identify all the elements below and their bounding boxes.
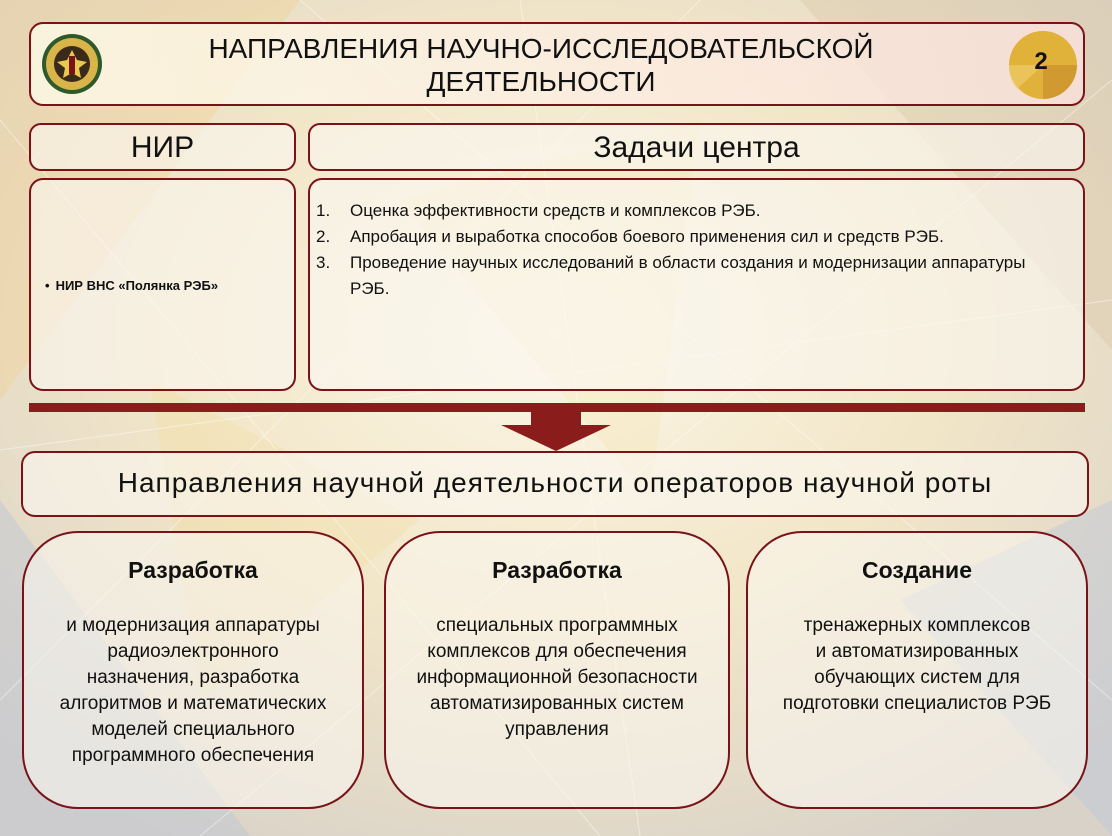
tasks-list: 1. Оценка эффективности средств и компле… [316, 198, 1056, 302]
task-text: Оценка эффективности средств и комплексо… [350, 201, 761, 220]
title-line-2: ДЕЯТЕЛЬНОСТИ [426, 66, 656, 97]
card-body: специальных программных комплексов для о… [416, 615, 698, 740]
card-title: Разработка [128, 557, 258, 583]
bullet-icon: • [45, 278, 50, 293]
emblem-icon [42, 34, 102, 94]
task-item: 1. Оценка эффективности средств и компле… [316, 198, 1056, 224]
direction-card: Создание тренажерных комплексов и автома… [746, 531, 1088, 809]
card-body: тренажерных комплексов и автоматизирован… [782, 615, 1052, 714]
tasks-header: Задачи центра [593, 131, 800, 164]
nir-list-item: • НИР ВНС «Полянка РЭБ» [45, 278, 218, 293]
task-text: Апробация и выработка способов боевого п… [350, 227, 944, 246]
nir-header-box: НИР [29, 123, 296, 171]
arrow-down-icon [501, 411, 611, 451]
nir-panel: • НИР ВНС «Полянка РЭБ» [29, 178, 296, 391]
title-line-1: НАПРАВЛЕНИЯ НАУЧНО-ИССЛЕДОВАТЕЛЬСКОЙ [208, 33, 874, 64]
card-title: Разработка [492, 557, 622, 583]
tasks-panel: 1. Оценка эффективности средств и компле… [308, 178, 1085, 391]
nir-header: НИР [130, 131, 195, 164]
tasks-header-box: Задачи центра [308, 123, 1085, 171]
card-body: и модернизация аппаратуры радиоэлектронн… [59, 615, 327, 766]
title-banner: НАПРАВЛЕНИЯ НАУЧНО-ИССЛЕДОВАТЕЛЬСКОЙ ДЕЯ… [29, 22, 1085, 106]
direction-card: Разработка и модернизация аппаратуры рад… [22, 531, 364, 809]
task-item: 2. Апробация и выработка способов боевог… [316, 224, 1056, 250]
page-badge-icon [1008, 31, 1077, 99]
directions-header: Направления научной деятельности операто… [117, 467, 993, 498]
card-title: Создание [861, 557, 972, 583]
divider-bar [29, 403, 1085, 412]
nir-item-label: НИР ВНС «Полянка РЭБ» [55, 278, 219, 293]
page-number: 2 [1034, 48, 1048, 75]
page-title: НАПРАВЛЕНИЯ НАУЧНО-ИССЛЕДОВАТЕЛЬСКОЙ ДЕЯ… [151, 32, 931, 98]
task-number: 1. [316, 201, 331, 220]
direction-card: Разработка специальных программных компл… [384, 531, 730, 809]
task-number: 2. [316, 227, 331, 246]
task-text: Проведение научных исследований в област… [350, 253, 1026, 298]
task-item: 3. Проведение научных исследований в обл… [316, 250, 1056, 302]
directions-header-box: Направления научной деятельности операто… [21, 451, 1089, 517]
task-number: 3. [316, 253, 331, 272]
